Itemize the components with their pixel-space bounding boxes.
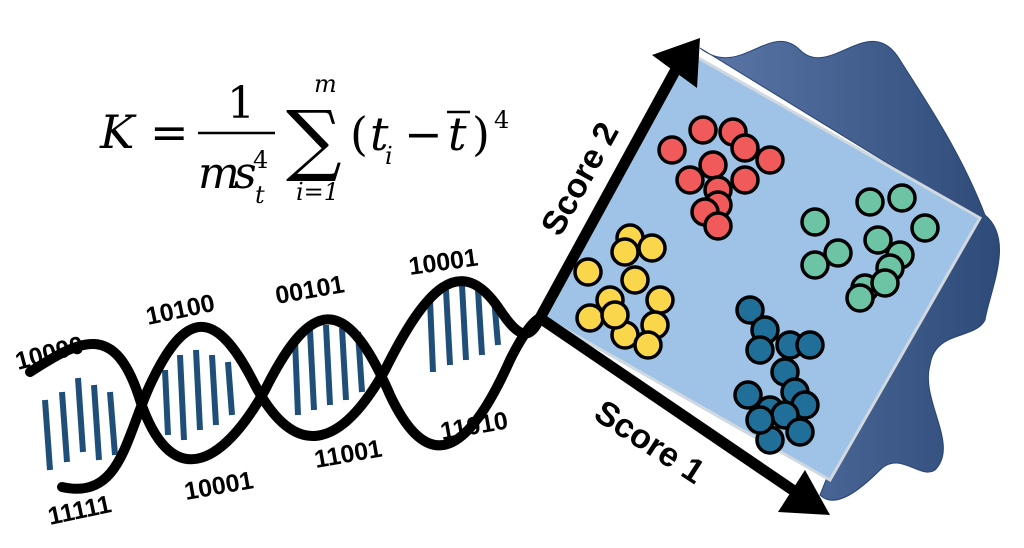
helix-rung-9 [225, 361, 235, 416]
cluster-blue-point-4 [795, 330, 825, 360]
formula-lhs: K [99, 105, 137, 159]
helix-rung-18 [475, 289, 485, 356]
formula-den-s: s [234, 148, 257, 199]
helix-rung-8 [209, 354, 219, 426]
formula-t-sub: i [385, 142, 393, 170]
formula-power: 4 [494, 106, 509, 134]
cluster-yellow-point-10 [633, 330, 663, 360]
helix-rung-10 [292, 339, 301, 416]
formula-t-bar: t [448, 107, 467, 161]
cluster-blue-point-7 [733, 380, 763, 410]
helix-rung-12 [323, 324, 333, 406]
cluster-red-point-11 [703, 211, 733, 241]
binary-top-3: 00101 [273, 270, 346, 310]
score2-axis [535, 59, 685, 321]
cluster-teal-point-10 [870, 268, 900, 298]
formula-sum-upper: m [314, 70, 337, 98]
helix-rung-7 [193, 349, 203, 431]
clusters [573, 115, 940, 455]
helix-rung-3 [91, 384, 102, 461]
cluster-teal-point-3 [910, 213, 940, 243]
helix-rung-5 [162, 369, 171, 436]
formula-equals: = [150, 105, 189, 159]
cluster-red-point-8 [730, 165, 760, 195]
cluster-red-point-3 [730, 133, 760, 163]
cluster-yellow-point-2 [610, 237, 640, 267]
cluster-red-point-0 [657, 135, 687, 165]
binary-bottom-2: 10001 [182, 466, 255, 506]
cluster-blue-point-13 [745, 405, 775, 435]
cluster-red-point-6 [675, 165, 705, 195]
formula-sum: ∑ [286, 95, 342, 185]
cluster-yellow-point-7 [575, 303, 605, 333]
helix-rung-2 [75, 377, 86, 453]
cluster-red-point-4 [698, 150, 728, 180]
formula-den-sup: 4 [253, 146, 268, 174]
helix-rung-13 [339, 327, 349, 401]
binary-bottom-3: 11001 [312, 434, 384, 473]
helix-strand-a [25, 313, 545, 465]
kurtosis-formula: K = 1 m s 4 t m ∑ i=1 ( t i − t ) 4 [99, 70, 509, 209]
cluster-red-point-1 [688, 115, 718, 145]
cluster-blue-point-0 [735, 295, 765, 325]
binary-bottom-1: 11111 [45, 490, 114, 531]
score2-arrowhead [652, 38, 700, 88]
helix-strand-b [57, 276, 545, 494]
formula-den-m: m [198, 148, 240, 199]
cluster-yellow-point-4 [620, 265, 650, 295]
cluster-blue-point-12 [785, 417, 815, 447]
binary-top-1: 10000 [12, 331, 86, 376]
helix-rungs [42, 284, 501, 471]
helix-rung-0 [42, 399, 53, 471]
formula-sum-lower: i=1 [296, 178, 339, 206]
binary-bottom-4: 11010 [438, 407, 510, 446]
cluster-teal-point-1 [855, 187, 885, 217]
cluster-yellow-point-11 [600, 300, 630, 330]
score1-axis [536, 313, 804, 500]
score1-arrowhead [778, 470, 830, 515]
helix-rung-4 [107, 391, 118, 456]
formula-close-paren: ) [472, 107, 490, 161]
score1-label: Score 1 [588, 393, 712, 492]
cluster-teal-point-4 [863, 225, 893, 255]
formula-open-paren: ( [350, 107, 368, 161]
cluster-teal-point-2 [887, 183, 917, 213]
formula-t: t [370, 107, 389, 161]
binary-top-4: 10001 [407, 244, 480, 281]
cluster-yellow-point-3 [573, 257, 603, 287]
helix-rung-6 [177, 354, 187, 441]
helix-rung-17 [459, 284, 469, 361]
helix-rung-16 [443, 289, 453, 366]
cluster-teal-point-11 [845, 283, 875, 313]
cluster-teal-point-7 [823, 238, 853, 268]
formula-den-sub: t [255, 181, 265, 209]
cluster-teal-point-0 [800, 207, 830, 237]
helix-rung-1 [59, 391, 70, 463]
cluster-red-point-5 [755, 145, 785, 175]
cluster-teal-point-6 [800, 250, 830, 280]
helix-rung-11 [307, 329, 317, 411]
distribution-wave [699, 40, 1000, 501]
formula-minus: − [404, 107, 443, 161]
cluster-blue-point-3 [745, 335, 775, 365]
helix-rung-15 [427, 299, 436, 373]
cluster-yellow-point-1 [637, 233, 667, 263]
cluster-yellow-point-6 [645, 285, 675, 315]
formula-numerator: 1 [227, 78, 255, 129]
